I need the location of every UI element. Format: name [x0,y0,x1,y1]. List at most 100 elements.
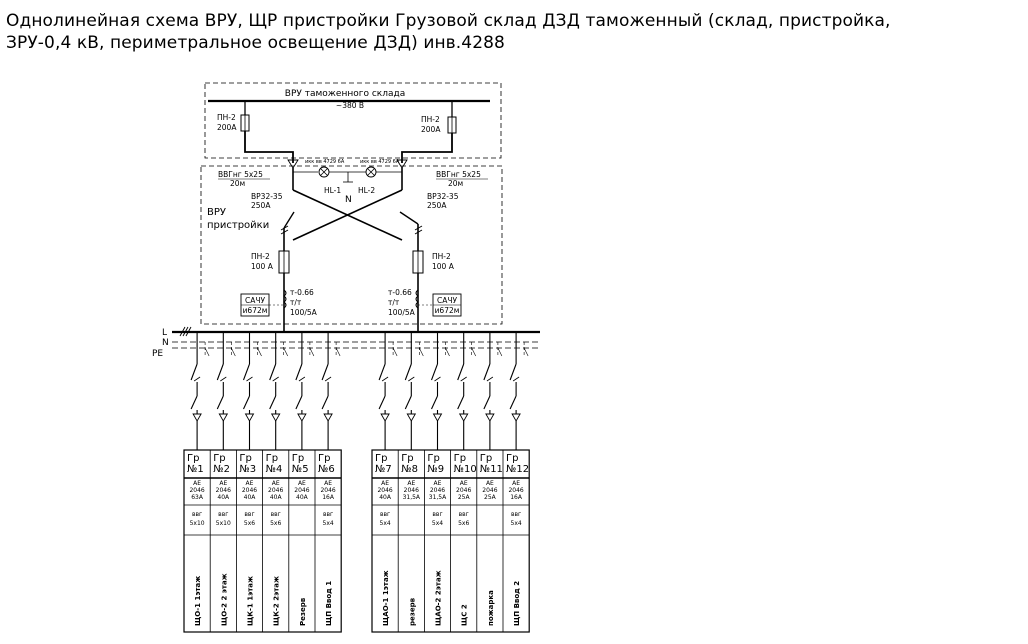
group-breaker-spec: АЕ [219,480,227,487]
group-breaker-tick [381,376,389,382]
right-fuse-low-rating: 100 А [432,262,455,271]
left-meter-model: и672м [243,306,268,315]
group-breaker-spec: АЕ [381,480,389,487]
group-consumer-name: пожарка [487,590,495,626]
diagram-title: Однолинейная схема ВРУ, ЩР пристройки Гр… [6,10,1026,54]
group-cable-spec: 5х6 [244,520,255,527]
hl1-cross-b [320,168,328,176]
group-breaker-spec: АЕ [460,480,468,487]
right-meter-model: и672м [435,306,460,315]
group-pe-tap [419,347,424,357]
right-cable-length: 20м [448,179,463,188]
hl1-label: HL-1 [324,186,341,195]
group-breaker-spec: АЕ [298,480,306,487]
right-breaker-type: ВР32-35 [427,192,459,201]
group-breaker-spec: 63А [191,494,204,501]
group-breaker-spec: 2046 [482,487,497,494]
group-breaker-arm [378,363,386,381]
group-breaker-spec: 25А [484,494,497,501]
group-breaker-spec: АЕ [434,480,442,487]
group-breaker-spec: 40А [379,494,392,501]
group-breaker-arm [321,363,329,381]
group-output-marker [270,413,281,422]
group-breaker-arm [190,363,198,381]
group-breaker-spec: 40А [296,494,309,501]
group-output-marker [458,413,469,422]
group-output-marker [218,413,229,422]
bus-l-tick-3 [185,326,192,337]
group-breaker-spec: 2046 [430,487,445,494]
group-cable-spec: ввг [244,511,254,518]
group-breaker-tick [434,376,441,382]
group-output-marker [511,413,521,422]
left-ct-ratio: 100/5А [290,308,318,317]
group-breaker-spec: 31,5А [403,494,421,501]
group-breaker-spec: 2046 [377,487,392,494]
left-switch-arm [283,211,295,229]
group-breaker-arm [509,363,517,381]
group-cable-spec: 5х4 [380,520,391,527]
group-number: №1 [187,464,204,475]
group-breaker-spec: 2046 [242,487,257,494]
group-consumer-name: ЩО-1 1этаж [194,576,202,626]
group-output-marker [323,413,333,422]
group-breaker-spec: 40А [217,494,230,501]
group-breaker-tick [246,376,253,382]
group-breaker-spec: АЕ [272,480,280,487]
group-cable-spec: 5х4 [323,520,334,527]
group-breaker-arm [242,363,251,381]
group-pe-tap [204,347,210,357]
group-switch-arm [295,395,303,410]
group-output-marker [432,413,443,422]
left-feeder-cable-path [244,131,294,163]
group-number: №10 [454,464,477,475]
group-cable-spec: ввг [323,511,333,518]
group-output-marker [244,413,255,422]
vru-customs-label: ВРУ таможенного склада [285,89,405,99]
bus-l-tick-2 [182,326,189,337]
group-breaker-arm [483,363,491,381]
group-output-marker [485,413,495,422]
right-fuse-top-rating: 200А [421,125,441,134]
right-breaker-rating: 250А [427,201,447,210]
group-cable-spec: ввг [380,511,390,518]
left-ct-coil [283,289,287,309]
group-switch-arm [431,395,438,410]
group-switch-arm [509,395,517,410]
left-cable-length: 20м [230,179,245,188]
right-ct-ratio: 100/5А [388,308,416,317]
group-cable-spec: 5х4 [432,520,443,527]
group-breaker-tick [298,376,306,382]
group-breaker-spec: 16А [510,494,523,501]
left-fuse-top-type: ПН-2 [217,113,236,122]
left-fuse-top-rating: 200А [217,123,237,132]
group-number: №11 [480,464,503,475]
hl2-label: HL-2 [358,186,375,195]
group-switch-arm [321,395,329,410]
group-switch-arm [457,395,465,410]
left-terminal-mark [287,159,299,169]
group-breaker-spec: 16А [322,494,335,501]
right-cable-type: ВВГнг 5х25 [436,170,481,179]
group-breaker-arm [269,363,277,381]
group-breaker-arm [216,363,224,381]
group-consumer-name: ЩК-2 2этаж [273,576,281,626]
right-terminal-mark [396,159,408,169]
group-breaker-spec: 25А [458,494,471,501]
group-pe-tap [497,347,503,357]
bus-l-tick-1 [179,326,186,337]
left-ct-type: т-0.66 [290,288,314,297]
group-switch-arm [190,395,198,410]
bus-pe-label: PE [152,349,163,359]
group-cable-spec: ввг [459,511,469,518]
group-breaker-arm [457,363,465,381]
group-number: №12 [506,464,529,475]
group-breaker-arm [295,363,303,381]
group-breaker-spec: АЕ [407,480,415,487]
group-consumer-name: Резерв [299,597,307,626]
group-breaker-tick [460,376,467,382]
group-label: Гр [266,453,278,464]
group-pe-tap [392,347,398,357]
group-breaker-spec: 31,5А [429,494,447,501]
group-label: Гр [187,453,199,464]
